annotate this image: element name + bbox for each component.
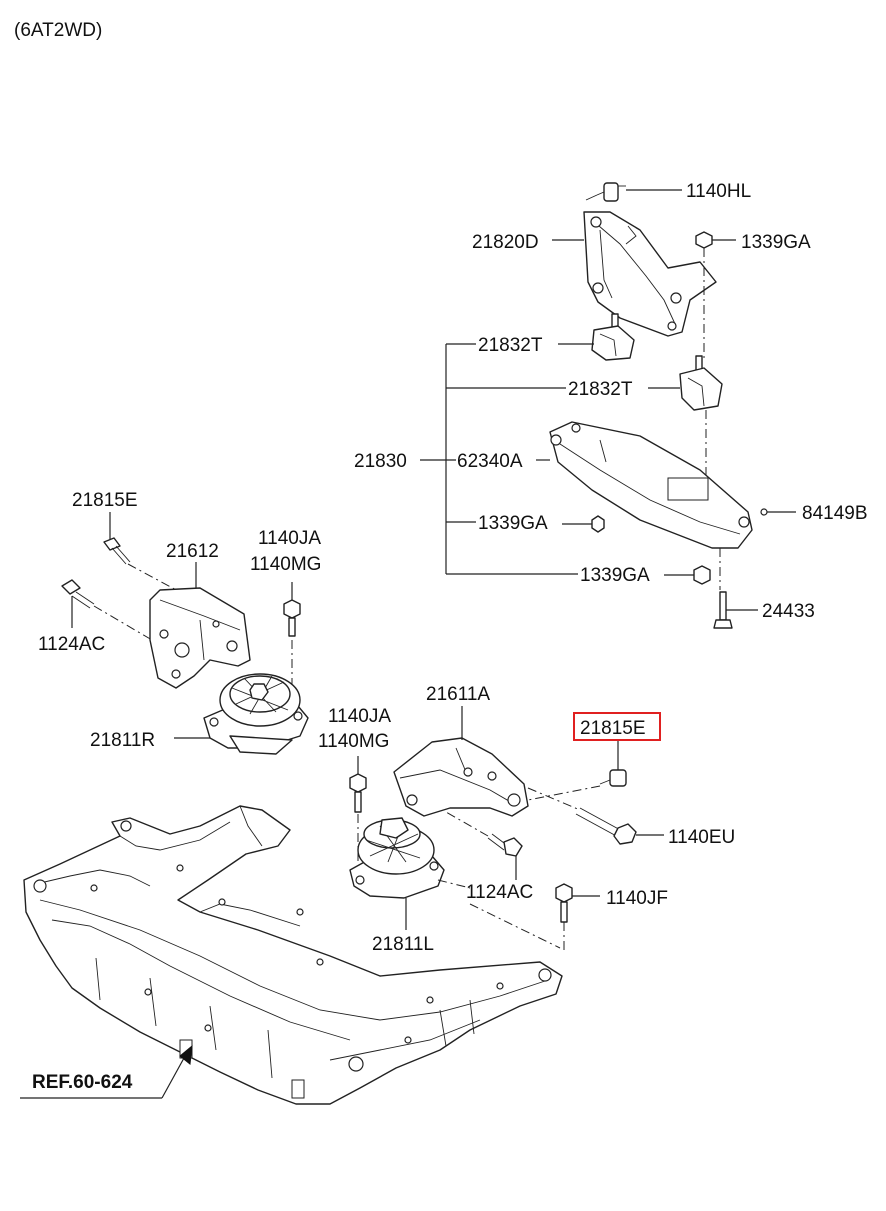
bolt-1140hl-icon — [585, 182, 626, 202]
nut-1339ga-mid-icon — [591, 515, 605, 533]
label-1140ja-left: 1140JA — [258, 528, 321, 549]
engine-mount-left-group — [349, 706, 664, 950]
label-84149b: 84149B — [802, 503, 868, 524]
label-1140mg-mid: 1140MG — [318, 731, 389, 752]
transmission-mount-group — [420, 182, 796, 629]
bolt-1140eu-icon — [575, 807, 637, 845]
label-21830: 21830 — [354, 451, 407, 472]
bolt-1140jf-icon — [555, 883, 573, 923]
mount-21811l-icon — [349, 817, 445, 899]
bolt-1140ja-left-icon — [283, 599, 301, 637]
label-21820d: 21820D — [472, 232, 539, 253]
label-1140ja-mid: 1140JA — [328, 706, 391, 727]
label-1124ac-left: 1124AC — [38, 634, 105, 655]
label-24433: 24433 — [762, 601, 815, 622]
highlight-box-21815e — [573, 712, 661, 741]
label-1339ga-mid: 1339GA — [478, 513, 548, 534]
plug-84149b-icon — [760, 508, 768, 516]
label-21612: 21612 — [166, 541, 219, 562]
label-21811l: 21811L — [372, 934, 434, 955]
label-21811r: 21811R — [90, 730, 155, 751]
label-21815e-left: 21815E — [72, 490, 138, 511]
insulator-21832t-left-icon — [591, 313, 635, 361]
label-1124ac-mid: 1124AC — [466, 882, 533, 903]
label-21832t-upper: 21832T — [478, 335, 543, 356]
label-1339ga-top: 1339GA — [741, 232, 811, 253]
bolt-1124ac-mid-icon — [487, 833, 523, 857]
group-bracket-21830 — [420, 343, 578, 575]
label-1140jf: 1140JF — [606, 888, 668, 909]
subframe-icon — [23, 805, 563, 1105]
label-21611a: 21611A — [426, 684, 490, 705]
bracket-21612-icon — [149, 587, 251, 689]
nut-1339ga-low-icon — [693, 565, 711, 585]
engine-mount-right-group — [61, 512, 309, 755]
variant-label: (6AT2WD) — [14, 20, 102, 41]
bolt-1124ac-left-icon — [61, 579, 95, 609]
bracket-21611a-icon — [393, 737, 529, 817]
reference-arrow — [20, 1044, 193, 1099]
bolt-21815e-right-icon — [599, 769, 627, 787]
insulator-21832t-right-icon — [679, 355, 723, 411]
bracket-21820d-icon — [583, 211, 717, 337]
bolt-24433-icon — [713, 591, 733, 629]
bolt-1140ja-mid-icon — [349, 773, 367, 813]
bolt-21815e-left-icon — [103, 537, 131, 565]
label-1140mg-left: 1140MG — [250, 554, 321, 575]
label-1140eu: 1140EU — [668, 827, 735, 848]
crossmember-62340a-icon — [549, 421, 753, 549]
mount-21811r-icon — [203, 673, 309, 755]
label-21815e-right: 21815E — [580, 718, 646, 739]
label-1140hl: 1140HL — [686, 181, 751, 202]
label-1339ga-low: 1339GA — [580, 565, 650, 586]
label-62340a: 62340A — [457, 451, 523, 472]
label-ref-60-624[interactable]: REF.60-624 — [32, 1072, 133, 1093]
nut-1339ga-top-icon — [695, 231, 713, 249]
label-21832t-lower: 21832T — [568, 379, 633, 400]
